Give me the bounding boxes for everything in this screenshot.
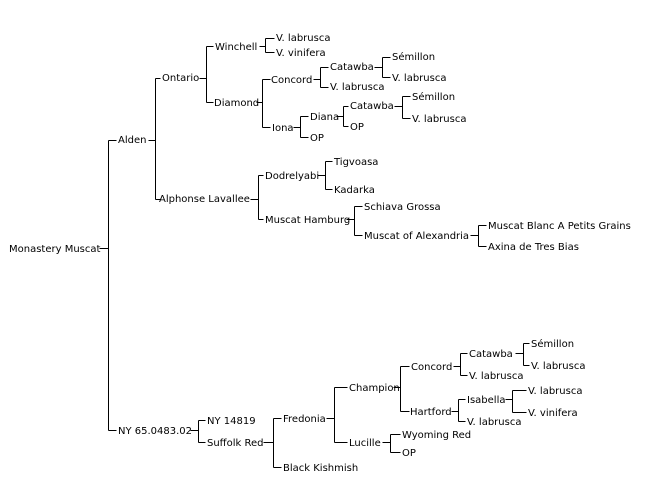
node-semillon3: Sémillon: [531, 338, 574, 350]
node-lucille: Lucille: [349, 438, 381, 449]
node-catawba3: Catawba: [469, 349, 513, 360]
node-labrusca5: V. labrusca: [467, 417, 521, 428]
node-hartford: Hartford: [410, 407, 452, 418]
node-dodrelyabi: Dodrelyabi: [265, 171, 319, 182]
node-winchell: Winchell: [215, 42, 257, 53]
node-catawba2: Catawba: [350, 101, 394, 112]
node-concord1: Concord: [271, 75, 312, 86]
node-muscat-blanc: Muscat Blanc A Petits Grains: [488, 221, 631, 232]
node-alphonse: Alphonse Lavallee: [159, 194, 250, 205]
node-labrusca3b: V. labrusca: [469, 371, 523, 382]
node-muscat-hamburg: Muscat Hamburg: [265, 215, 350, 226]
node-black-kishmish: Black Kishmish: [283, 463, 358, 474]
node-labrusca3a: V. labrusca: [531, 361, 585, 372]
node-muscat-alexandria: Muscat of Alexandria: [364, 231, 469, 242]
node-ny14819: NY 14819: [207, 416, 256, 427]
node-op1: OP: [350, 122, 364, 133]
node-schiava: Schiava Grossa: [364, 202, 441, 213]
node-root: Monastery Muscat: [9, 244, 101, 255]
node-catawba1: Catawba: [330, 62, 374, 73]
node-ontario: Ontario: [162, 73, 199, 84]
node-labrusca1b: V. labrusca: [330, 82, 384, 93]
node-op2: OP: [310, 133, 324, 144]
node-winchell-vinifera: V. vinifera: [276, 48, 326, 59]
tree-connectors: [99, 38, 530, 468]
node-ny65: NY 65.0483.02: [118, 426, 192, 437]
node-op3: OP: [402, 448, 416, 459]
node-suffolk: Suffolk Red: [207, 438, 263, 449]
node-semillon2: Sémillon: [412, 91, 455, 103]
node-labrusca4: V. labrusca: [528, 386, 582, 397]
node-isabella: Isabella: [467, 395, 505, 406]
node-tigvoasa: Tigvoasa: [333, 157, 378, 168]
node-axina: Axina de Tres Bias: [488, 242, 579, 253]
node-winchell-labrusca: V. labrusca: [276, 33, 330, 44]
node-semillon1: Sémillon: [392, 51, 435, 63]
node-vinifera4: V. vinifera: [528, 408, 578, 419]
tree-labels: Monastery Muscat Alden Ontario Winchell V. l…: [9, 33, 631, 474]
node-fredonia: Fredonia: [283, 414, 326, 425]
node-wyoming: Wyoming Red: [402, 430, 471, 441]
node-diana: Diana: [310, 112, 339, 123]
node-alden: Alden: [118, 135, 146, 146]
node-concord2: Concord: [411, 362, 452, 373]
node-diamond: Diamond: [214, 98, 259, 109]
node-labrusca2: V. labrusca: [412, 114, 466, 125]
node-iona: Iona: [272, 123, 294, 134]
node-champion: Champion: [349, 383, 400, 394]
node-labrusca1a: V. labrusca: [392, 73, 446, 84]
node-kadarka: Kadarka: [334, 185, 375, 196]
